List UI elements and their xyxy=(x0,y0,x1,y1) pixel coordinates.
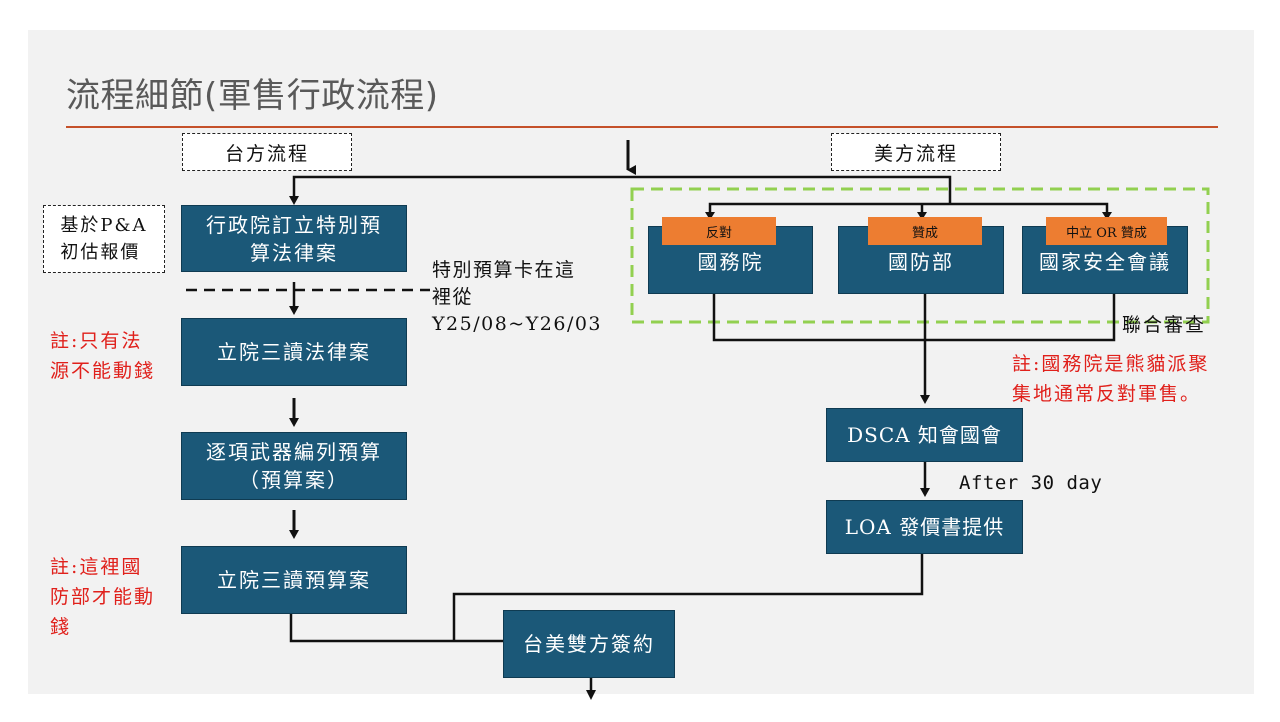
mod-money-note: 註:這裡國 防部才能動 錢 xyxy=(50,556,156,638)
defense-department-box: 國防部 xyxy=(838,226,1004,294)
weapon-budget-box: 逐項武器編列預算 （預算案） xyxy=(181,432,407,500)
state-department-note: 註:國務院是熊貓派聚 集地通常反對軍售。 xyxy=(1012,353,1210,405)
after-30-day-label: After 30 day xyxy=(959,472,1103,494)
taiwan-process-label: 台方流程 xyxy=(182,133,352,171)
state-department-stance-tag: 反對 xyxy=(662,217,776,245)
defense-department-stance-tag: 贊成 xyxy=(868,217,982,245)
special-budget-note: 特別預算卡在這 裡從 Y25/08~Y26/03 xyxy=(432,259,603,335)
nsc-stance-tag: 中立 OR 贊成 xyxy=(1046,217,1167,245)
us-review-group-border xyxy=(630,187,1210,324)
loa-box: LOA 發價書提供 xyxy=(826,500,1023,554)
us-process-label: 美方流程 xyxy=(831,133,1001,171)
dsca-box: DSCA 知會國會 xyxy=(826,408,1023,462)
sign-contract-box: 台美雙方簽約 xyxy=(503,610,675,678)
legislature-law-box: 立院三讀法律案 xyxy=(181,318,407,386)
special-budget-bill-box: 行政院訂立特別預 算法律案 xyxy=(181,205,407,272)
joint-review-label: 聯合審查 xyxy=(1122,314,1207,336)
legislature-budget-box: 立院三讀預算案 xyxy=(181,546,407,614)
title-underline xyxy=(66,126,1218,128)
pa-estimate-label: 基於P&A 初估報價 xyxy=(43,205,165,273)
page-title: 流程細節(軍售行政流程) xyxy=(66,76,439,116)
law-only-note: 註:只有法 源不能動錢 xyxy=(50,330,156,382)
